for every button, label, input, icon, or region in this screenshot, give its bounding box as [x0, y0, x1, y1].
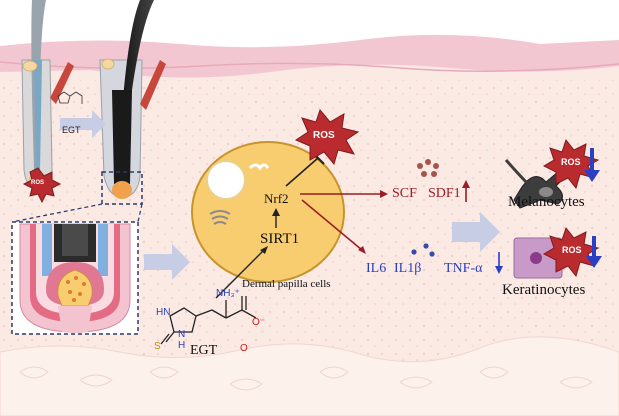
- cytokine-molecules: [411, 243, 435, 257]
- zoom-line-left: [11, 203, 103, 223]
- zoom-line-right: [137, 203, 143, 223]
- bulb-selection-box: [101, 171, 143, 205]
- hair-bulb-zoom: [11, 221, 139, 335]
- egt-mini-structure: [57, 91, 83, 104]
- egt-to-sirt1-arrow: [215, 249, 265, 299]
- egt-arrow: [60, 110, 106, 138]
- ros-star-center: [294, 108, 360, 166]
- atom-o-minus: O⁻: [252, 317, 266, 328]
- atom-s: S: [154, 341, 161, 352]
- scf-label: SCF: [392, 186, 417, 201]
- atom-o: O: [240, 343, 248, 354]
- arrow-to-cell: [144, 244, 190, 280]
- nucleus-highlight: [210, 168, 230, 188]
- il6-label: IL6: [366, 261, 387, 276]
- golgi-organelle: [209, 210, 231, 225]
- ros-keratinocytes-label: ROS: [562, 245, 582, 255]
- atom-nh3: NH₃⁺: [216, 288, 240, 299]
- ros-star-keratinocytes: [542, 226, 600, 278]
- subcutaneous-layer: [0, 336, 619, 416]
- ros-star-left: [22, 167, 62, 204]
- ros-melanocytes-label: ROS: [561, 157, 581, 167]
- ros-left-label: ROS: [31, 180, 45, 186]
- egt-molecule: [160, 296, 257, 345]
- keratinocytes-label: Keratinocytes: [502, 282, 586, 298]
- nrf2-to-il6-arrow: [301, 199, 363, 251]
- ros-star-melanocytes: [542, 138, 600, 190]
- scf-molecules: [417, 159, 439, 177]
- ros-center-label: ROS: [313, 130, 335, 141]
- organelle-1: [248, 163, 270, 171]
- sdf1-label: SDF1: [428, 186, 461, 201]
- il1b-label: IL1β: [394, 261, 422, 276]
- egt-arrow-label: EGT: [62, 125, 81, 135]
- fat-cells: [19, 366, 593, 391]
- melanocytes-label: Melanocytes: [508, 194, 585, 210]
- nrf2-label: Nrf2: [264, 191, 289, 206]
- epidermis-layer: [0, 34, 619, 78]
- dermal-papilla-label: Dermal papilla cells: [242, 278, 331, 290]
- keratinocyte-nucleus: [530, 252, 542, 264]
- atom-hn: HN: [156, 307, 171, 318]
- sirt1-label: SIRT1: [260, 231, 300, 247]
- hair-follicle-dark: [99, 0, 166, 199]
- arrow-to-targets: [452, 212, 500, 252]
- atom-n: N: [178, 329, 186, 340]
- egt-molecule-label: EGT: [190, 343, 218, 358]
- atom-h: H: [178, 340, 186, 351]
- nrf2-inhibits-ros: [285, 157, 319, 187]
- tnfa-label: TNF-α: [444, 261, 483, 276]
